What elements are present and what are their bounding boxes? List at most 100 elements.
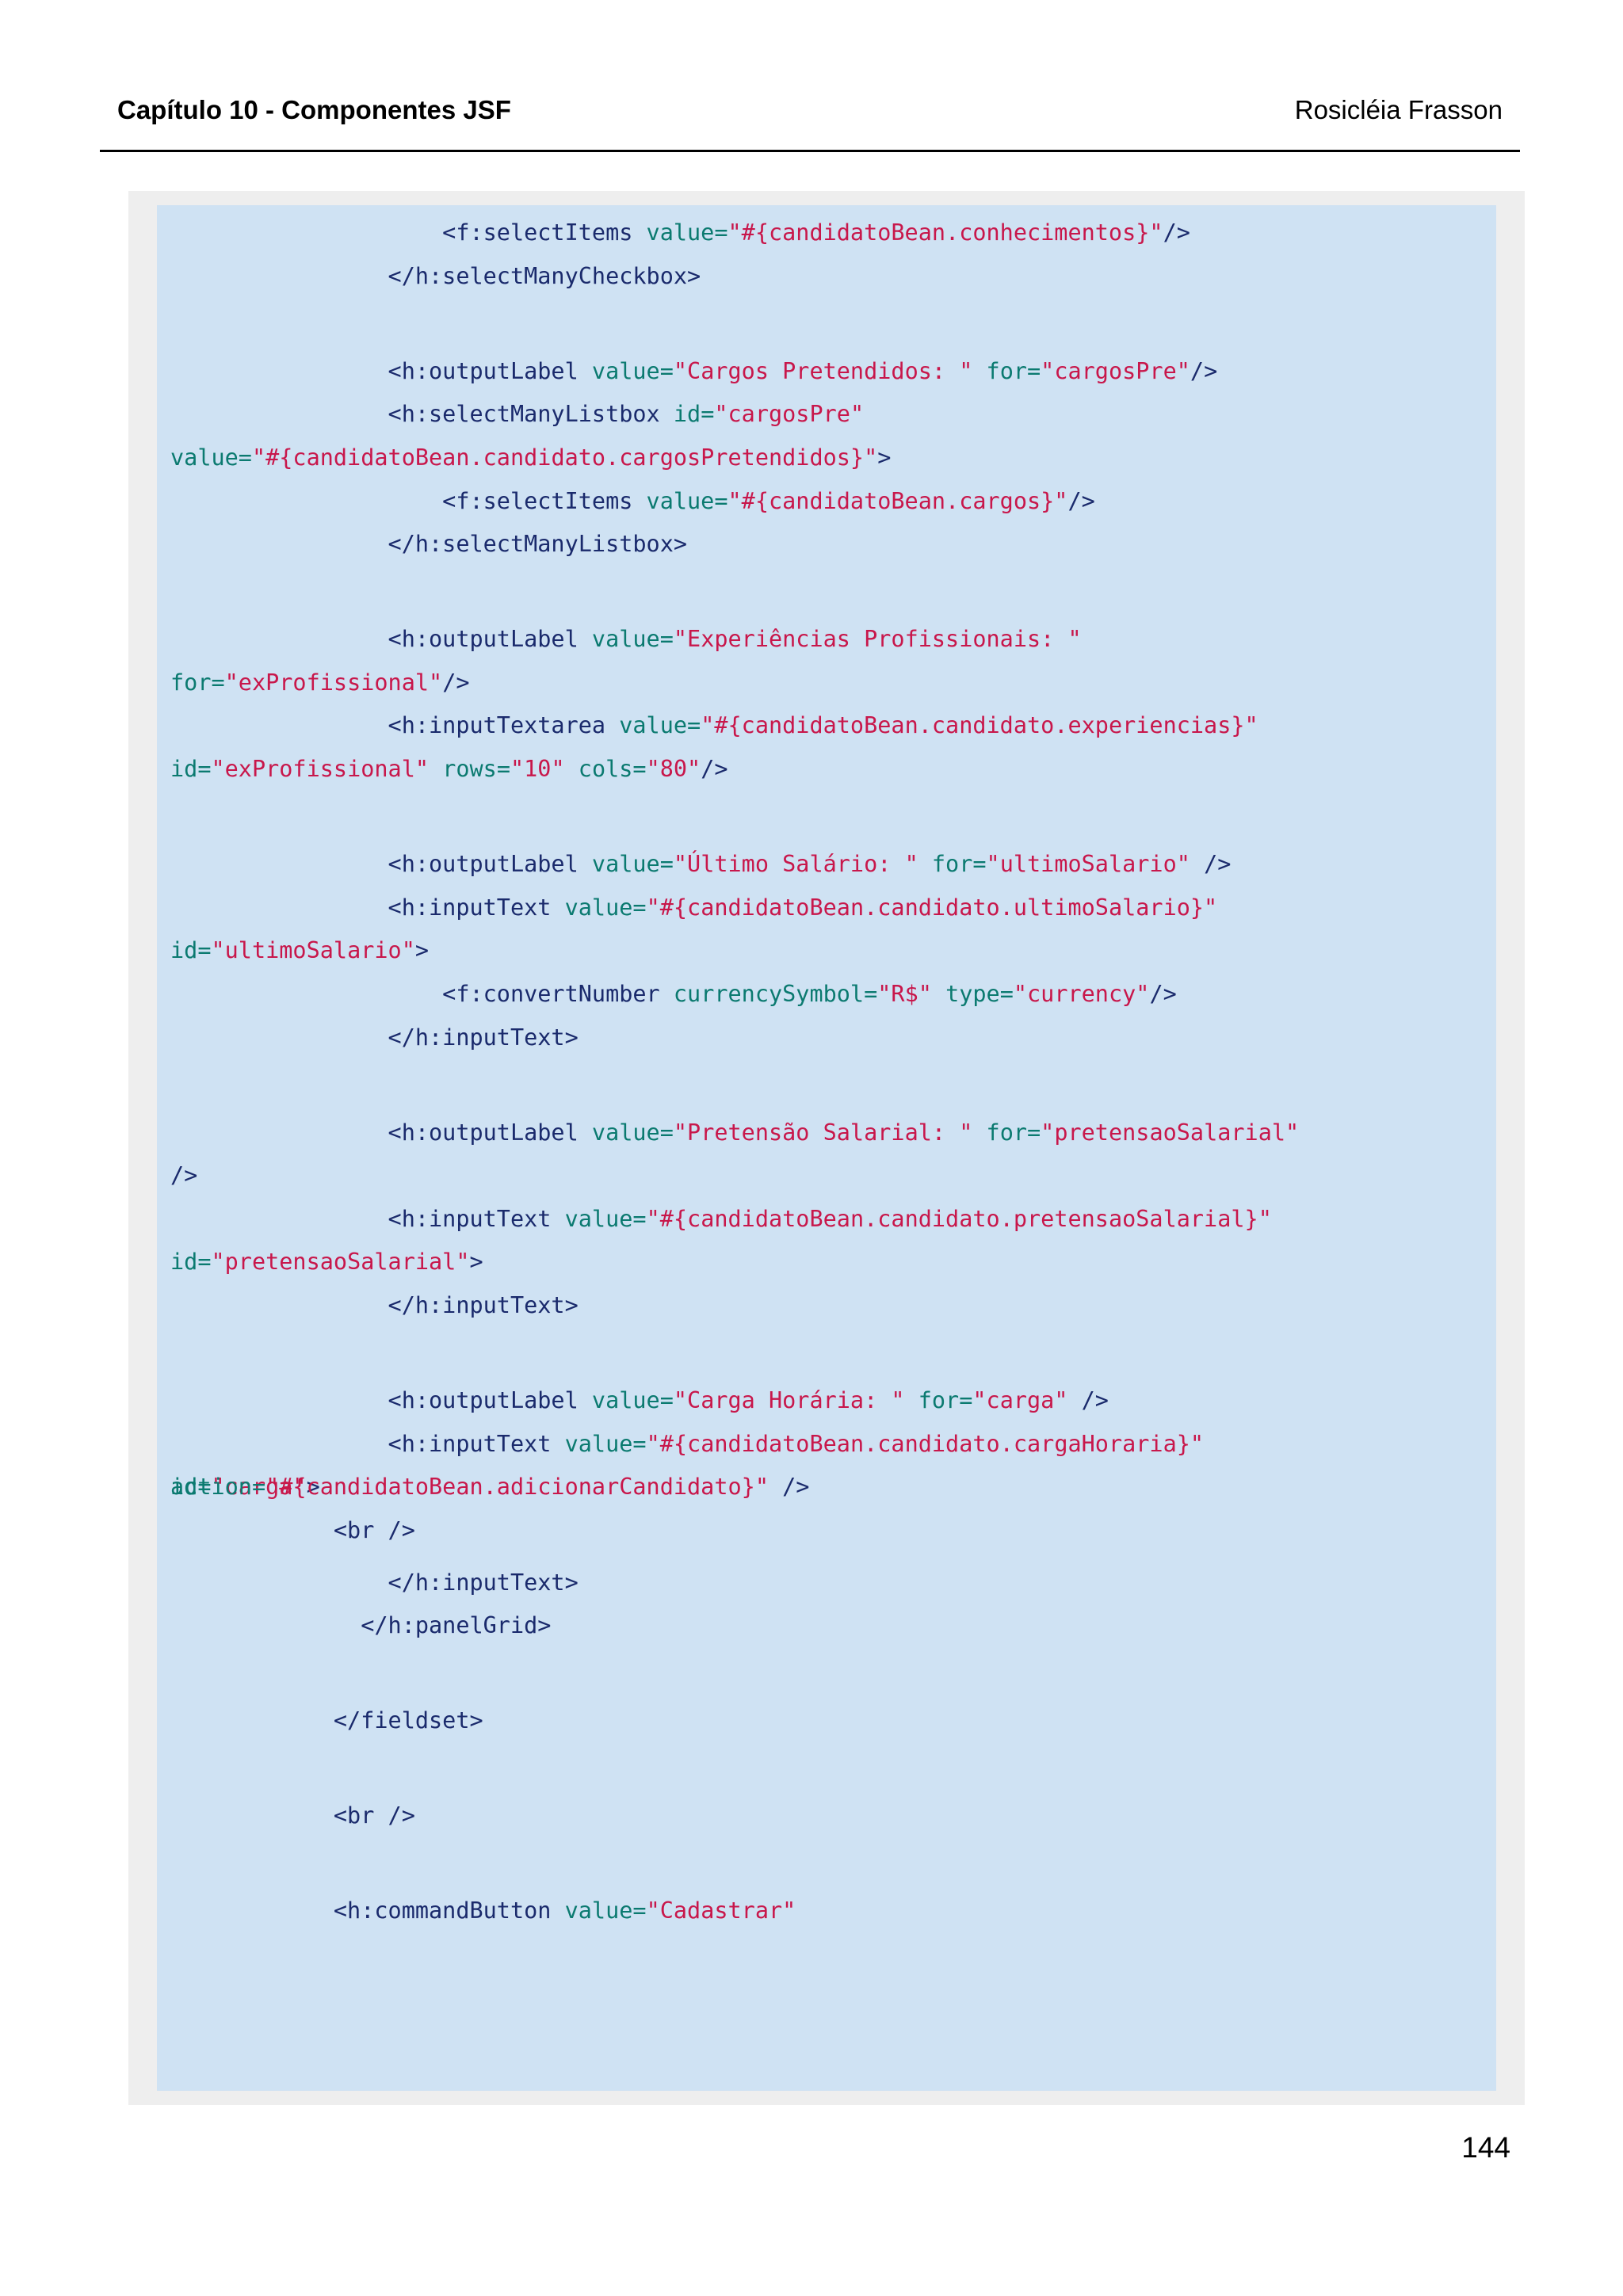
author-name: Rosicléia Frasson <box>1294 95 1503 124</box>
code-token: <f:selectItems <box>170 487 647 514</box>
code-line: </h:inputText> <box>170 1290 579 1322</box>
code-line: <h:outputLabel value="Pretensão Salarial… <box>170 1117 1300 1149</box>
code-token: <h:inputText <box>170 1205 565 1232</box>
code-token: /> <box>1067 487 1095 514</box>
code-line: </h:selectManyListbox> <box>170 528 688 560</box>
code-token: </h:selectManyListbox> <box>170 531 688 558</box>
code-token: value= <box>591 1387 674 1414</box>
code-token: <h:selectManyListbox <box>170 401 674 428</box>
code-token: currencySymbol= <box>673 980 878 1007</box>
code-token: > <box>306 1474 320 1501</box>
code-token: </h:selectManyCheckbox> <box>170 262 701 289</box>
code-line: id="exProfissional" rows="10" cols="80"/… <box>170 753 728 785</box>
code-token: </h:inputText> <box>170 1569 579 1596</box>
code-token: "currency" <box>1013 980 1150 1007</box>
code-token: "ultimoSalario" <box>986 851 1190 878</box>
code-token: "Experiências Profissionais: " <box>673 626 1082 653</box>
code-token: "#{candidatoBean.candidato.ultimoSalario… <box>646 894 1218 921</box>
code-token: /> <box>1163 219 1190 246</box>
code-token: </h:panelGrid> <box>170 1612 552 1639</box>
code-token: for= <box>972 357 1041 384</box>
code-token: <h:outputLabel <box>170 851 592 878</box>
code-token: for= <box>972 1119 1041 1146</box>
code-token: value= <box>591 357 674 384</box>
code-line: <h:inputText value="#{candidatoBean.cand… <box>170 892 1218 924</box>
code-token: "cargosPre" <box>1041 357 1190 384</box>
code-token: /> <box>442 669 470 696</box>
code-token: /> <box>1190 357 1218 384</box>
code-line: id="pretensaoSalarial"> <box>170 1246 483 1278</box>
code-token: for= <box>170 669 225 696</box>
code-token: value= <box>646 487 728 514</box>
code-token: "Último Salário: " <box>673 851 918 878</box>
code-token: <f:selectItems <box>170 219 647 246</box>
code-token: "#{candidatoBean.adicionarCandidato}" <box>265 1474 769 1501</box>
code-token: <h:outputLabel <box>170 1119 592 1146</box>
code-line: <f:selectItems value="#{candidatoBean.co… <box>170 217 1190 249</box>
code-token: cols= <box>564 756 647 783</box>
code-token: "#{candidatoBean.candidato.experiencias}… <box>701 712 1258 739</box>
code-token: id= <box>170 1249 212 1276</box>
code-token: id= <box>170 756 212 783</box>
code-token: id= <box>673 401 715 428</box>
code-token: action= <box>170 1474 266 1501</box>
code-line: for="exProfissional"/> <box>170 667 470 699</box>
code-token: "#{candidatoBean.cargos}" <box>727 487 1068 514</box>
code-line: <f:convertNumber currencySymbol="R$" typ… <box>170 978 1177 1010</box>
code-line: </h:inputText> <box>170 1567 579 1599</box>
chapter-title: Capítulo 10 - Componentes JSF <box>117 95 511 124</box>
code-token: for= <box>918 851 987 878</box>
code-token: value= <box>564 1205 647 1232</box>
code-line: <h:outputLabel value="Cargos Pretendidos… <box>170 356 1218 387</box>
code-token: "ultimoSalario" <box>211 937 415 964</box>
code-token: <f:convertNumber <box>170 980 674 1007</box>
code-line: value="#{candidatoBean.candidato.cargosP… <box>170 442 891 474</box>
code-token: id= <box>170 1474 212 1501</box>
code-listing: <f:selectItems value="#{candidatoBean.co… <box>157 205 1496 2091</box>
code-token: "carga" <box>972 1387 1068 1414</box>
code-listing-frame: <f:selectItems value="#{candidatoBean.co… <box>128 191 1525 2105</box>
code-line: <h:selectManyListbox id="cargosPre" <box>170 399 865 430</box>
code-token: for= <box>904 1387 973 1414</box>
code-token: /> <box>1190 851 1232 878</box>
code-line: <h:outputLabel value="Experiências Profi… <box>170 624 1082 655</box>
code-token: "R$" <box>877 980 932 1007</box>
code-token: rows= <box>429 756 510 783</box>
code-token: "Pretensão Salarial: " <box>673 1119 973 1146</box>
code-line: id="carga"> <box>170 1471 320 1503</box>
code-token: value= <box>564 1897 647 1924</box>
code-token: "exProfissional" <box>211 756 430 783</box>
code-line: <h:inputText value="#{candidatoBean.cand… <box>170 1203 1272 1235</box>
code-line: </h:selectManyCheckbox> <box>170 261 701 292</box>
code-token: </h:inputText> <box>170 1024 579 1051</box>
code-line: <h:outputLabel value="Último Salário: " … <box>170 849 1232 880</box>
code-token: > <box>414 937 430 964</box>
code-token: value= <box>564 1430 647 1457</box>
code-token: <h:outputLabel <box>170 1387 592 1414</box>
code-token: value= <box>646 219 728 246</box>
code-token: > <box>469 1249 483 1276</box>
code-token: "Carga Horária: " <box>673 1387 905 1414</box>
code-token: value= <box>619 712 701 739</box>
code-line: id="ultimoSalario"> <box>170 935 429 967</box>
code-token: /> <box>170 1162 198 1189</box>
code-line: <h:inputTextarea value="#{candidatoBean.… <box>170 710 1258 742</box>
code-token: <h:commandButton <box>170 1897 565 1924</box>
code-token: "cargosPre" <box>714 401 865 428</box>
code-token: <br /> <box>170 1802 415 1829</box>
code-token: /> <box>1149 980 1177 1007</box>
code-token: </h:inputText> <box>170 1292 579 1319</box>
code-token: <h:outputLabel <box>170 357 592 384</box>
code-token: <h:inputText <box>170 894 565 921</box>
code-line: </fieldset> <box>170 1705 483 1737</box>
code-line: <br /> <box>170 1515 415 1547</box>
code-token: /> <box>768 1474 810 1501</box>
page-number: 144 <box>1461 2131 1510 2164</box>
code-line: action="#{candidatoBean.adicionarCandida… <box>170 1471 809 1503</box>
code-line: /> <box>170 1160 197 1192</box>
code-token: value= <box>591 626 674 653</box>
code-token: > <box>877 444 892 471</box>
page-header: Capítulo 10 - Componentes JSF Rosicléia … <box>100 93 1520 135</box>
code-token: "exProfissional" <box>224 669 443 696</box>
code-token: /> <box>701 756 728 783</box>
